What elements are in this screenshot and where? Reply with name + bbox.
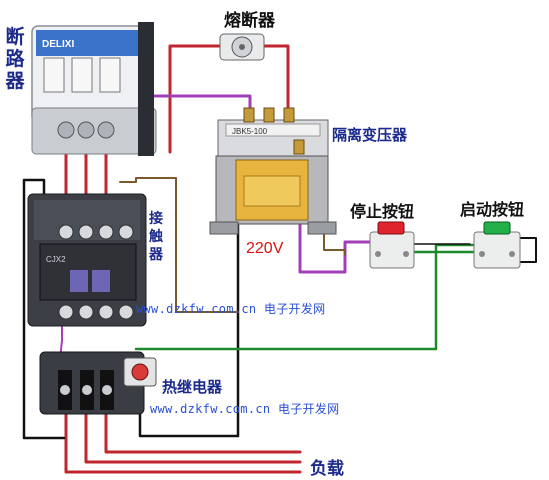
transformer-model: JBK5-100 — [232, 127, 268, 136]
relay-screw-2 — [82, 385, 92, 395]
thermal-relay — [39, 351, 157, 415]
wire-green-relay-start — [134, 243, 476, 351]
contactor-model: CJX2 — [46, 255, 66, 264]
contactor-screw-3 — [98, 224, 114, 240]
transformer-nameplate — [225, 123, 321, 137]
wire-load-3 — [104, 410, 302, 454]
fuse-cap-center — [239, 44, 245, 50]
start-button — [473, 221, 521, 269]
contactor: CJX2 — [27, 193, 147, 327]
watermark-url: www.dzkfw.com.cn — [150, 402, 271, 416]
breaker-brand: DELIXI — [42, 39, 74, 50]
start-terminal-r — [509, 251, 515, 257]
stop-terminal-l — [375, 251, 381, 257]
wire-purple-transformer-stop — [298, 146, 375, 274]
transformer-coil-label — [243, 175, 301, 207]
contactor-screw-2 — [78, 224, 94, 240]
breaker-screw-1 — [57, 121, 75, 139]
stop-terminal-r — [403, 251, 409, 257]
relay-knob — [131, 363, 149, 381]
wire-layer — [22, 44, 537, 474]
watermark-cn: 电子开发网 — [263, 302, 326, 316]
label-start-button: 启动按钮 — [460, 200, 525, 219]
wire-black-start-out — [517, 237, 537, 263]
relay-screw-1 — [60, 385, 70, 395]
label-stop-button: 停止按钮 — [350, 202, 415, 221]
label-breaker: 断路器 — [5, 26, 25, 92]
contactor-screw-8 — [118, 304, 134, 320]
wire-black-contactor-loop — [22, 178, 66, 440]
isolation-transformer: JBK5-100 — [209, 107, 337, 235]
contactor-screw-7 — [98, 304, 114, 320]
label-contactor: 接触器 — [149, 211, 163, 263]
label-load: 负载 — [310, 459, 344, 479]
wire-load-1 — [64, 410, 302, 474]
label-fuse: 熔断器 — [224, 11, 275, 31]
breaker-screw-3 — [97, 121, 115, 139]
transformer-foot-left — [209, 221, 239, 235]
breaker-handle-3 — [99, 57, 121, 93]
start-button-cap — [483, 221, 511, 235]
contactor-screw-6 — [78, 304, 94, 320]
contactor-screw-5 — [58, 304, 74, 320]
watermark-url: www.dzkfw.com.cn — [136, 302, 257, 316]
breaker-handle-1 — [43, 57, 65, 93]
transformer-terminal-4 — [293, 139, 305, 155]
breaker-top-band — [36, 30, 144, 56]
breaker-screw-2 — [77, 121, 95, 139]
breaker-dark-side — [138, 22, 154, 156]
wire-red-fuse-transformer — [260, 44, 290, 114]
transformer-terminal-2 — [263, 107, 275, 123]
transformer-foot-right — [307, 221, 337, 235]
start-terminal-l — [479, 251, 485, 257]
transformer-terminal-3 — [283, 107, 295, 123]
wire-black-transformer-relay — [138, 148, 240, 438]
label-thermal-relay: 热继电器 — [162, 378, 223, 396]
circuit-breaker: DELIXI — [31, 22, 157, 156]
start-button-body — [473, 231, 521, 269]
wire-load-2 — [84, 410, 302, 464]
contactor-screw-4 — [118, 224, 134, 240]
label-transformer: 隔离变压器 — [332, 126, 408, 144]
watermark-2: www.dzkfw.com.cn 电子开发网 — [150, 400, 339, 417]
label-voltage: 220V — [246, 240, 284, 257]
wire-brown-aux-stop — [119, 177, 239, 313]
contactor-window-1 — [70, 270, 88, 292]
fuse — [219, 33, 265, 61]
stop-button-body — [369, 231, 415, 269]
watermark-1: www.dzkfw.com.cn 电子开发网 — [136, 300, 325, 317]
breaker-handle-2 — [71, 57, 93, 93]
transformer-terminal-1 — [243, 107, 255, 123]
wire-red-breaker-fuse — [168, 44, 224, 154]
watermark-cn: 电子开发网 — [277, 402, 340, 416]
stop-button-cap — [377, 221, 405, 235]
contactor-window-2 — [92, 270, 110, 292]
relay-screw-3 — [102, 385, 112, 395]
contactor-screw-1 — [58, 224, 74, 240]
stop-button — [369, 221, 415, 269]
